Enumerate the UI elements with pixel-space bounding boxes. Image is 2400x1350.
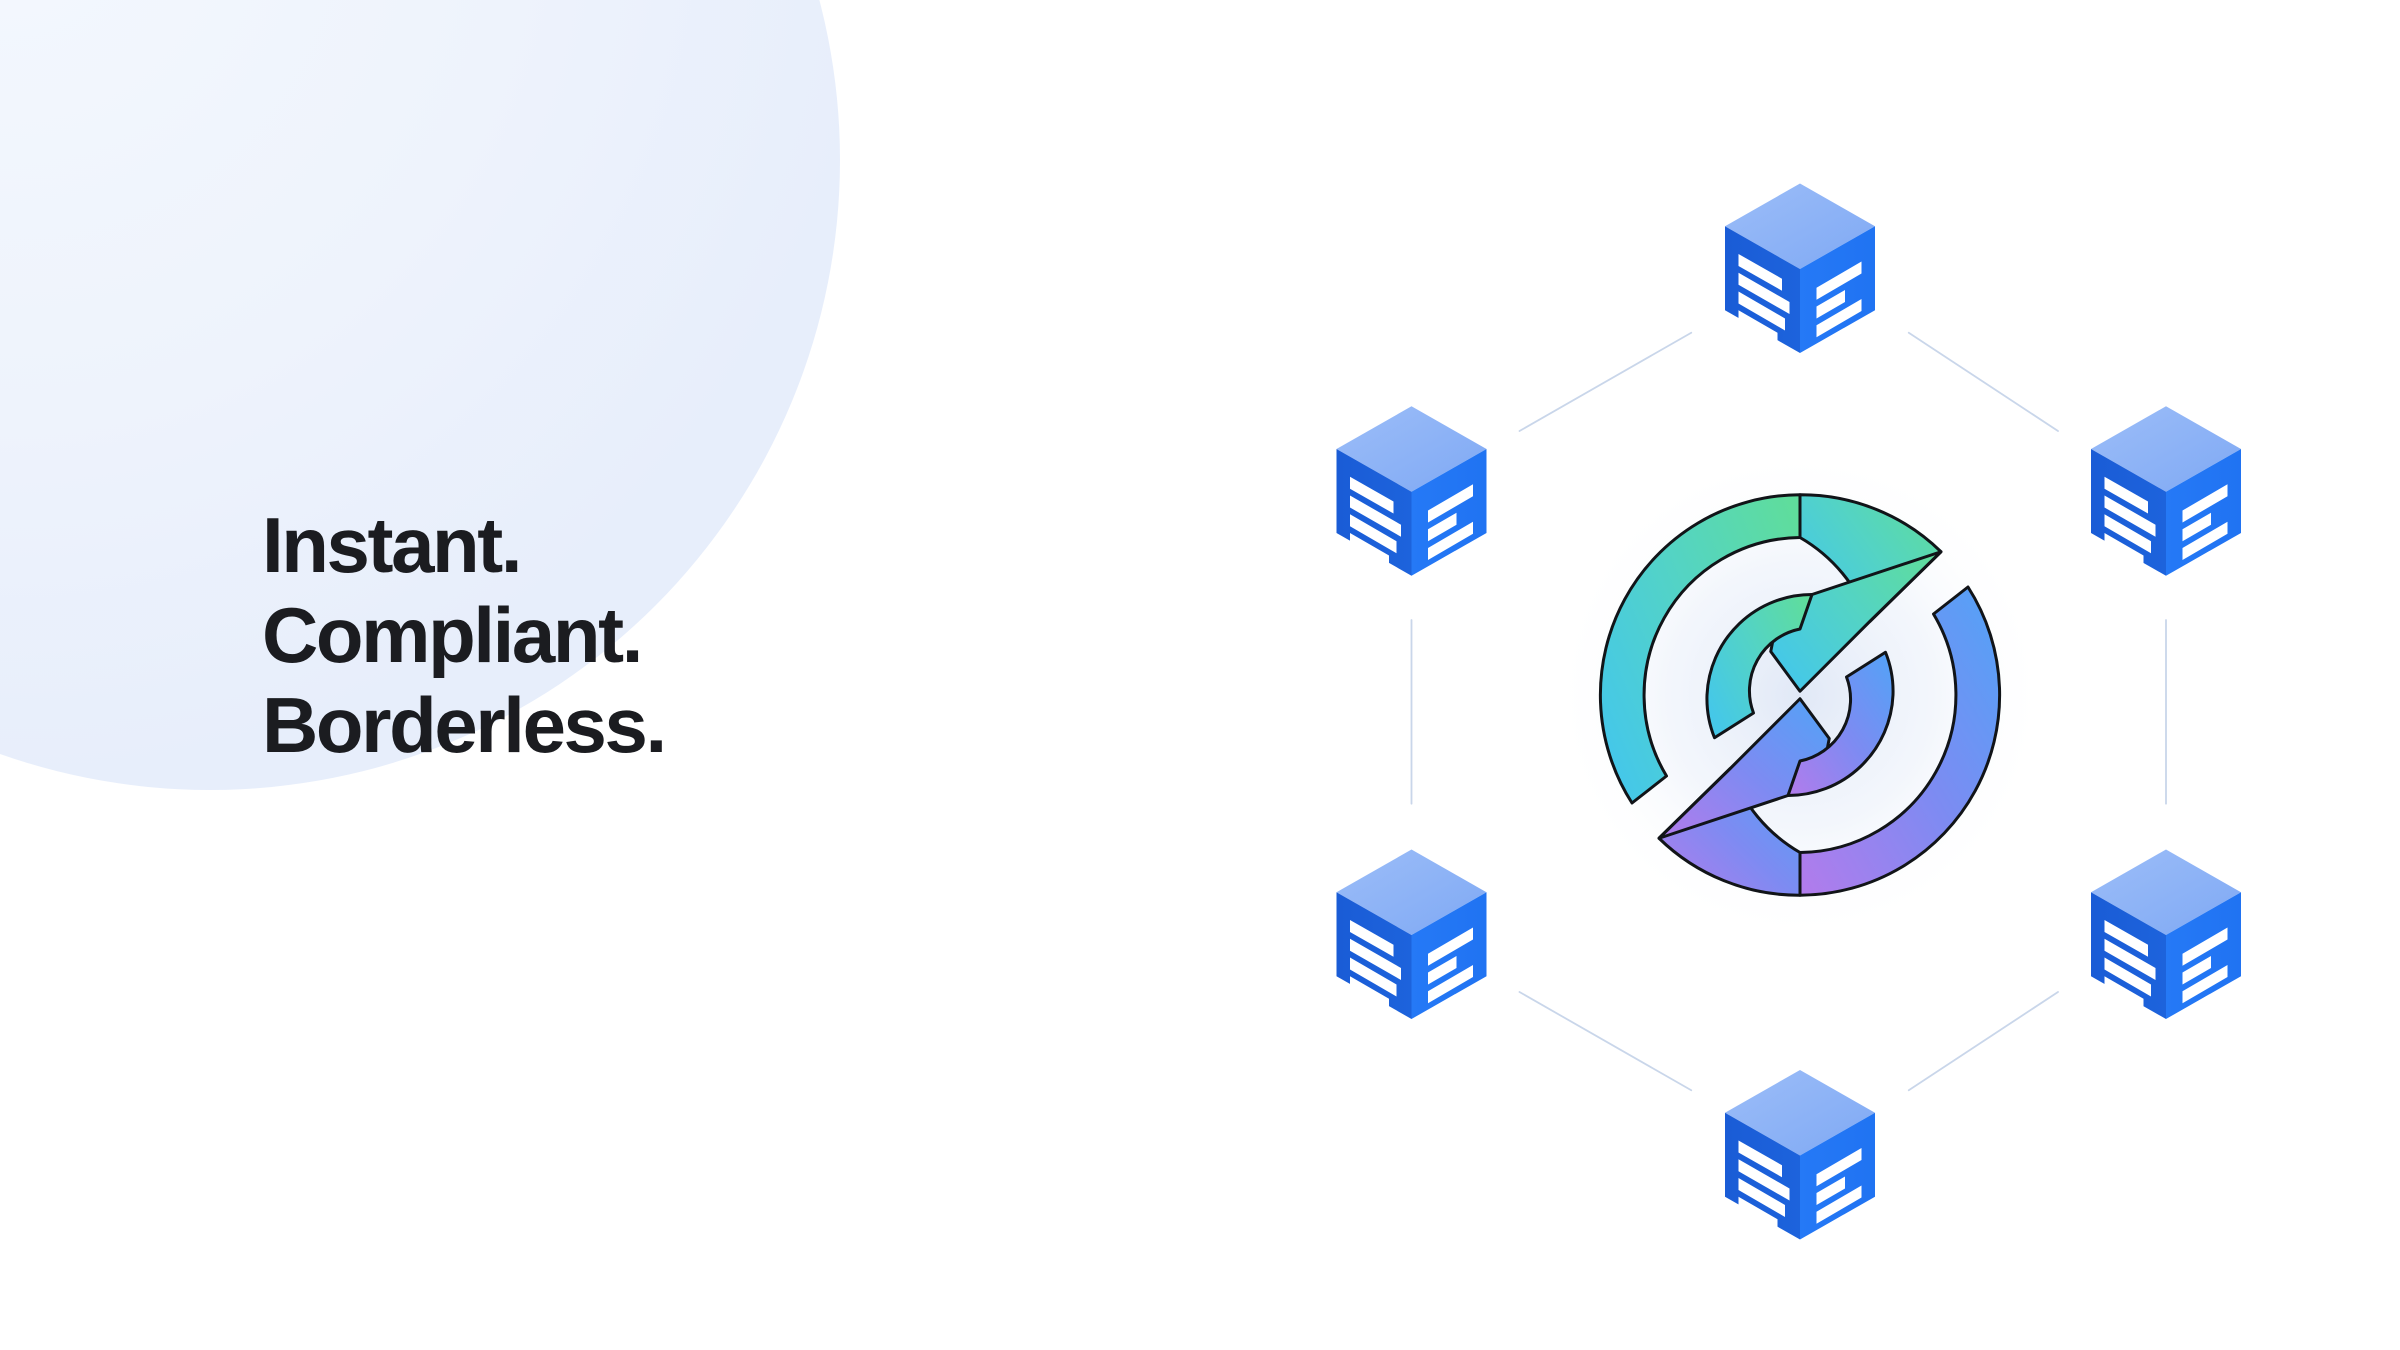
logo-outer-cool-arc bbox=[1598, 493, 1802, 805]
logo-inner-cool-arc bbox=[1705, 592, 1814, 740]
headline-line-3: Borderless. bbox=[262, 681, 667, 770]
node-lower-left[interactable] bbox=[1336, 849, 1487, 1023]
link-lower-right-to-bottom bbox=[1907, 991, 2059, 1092]
link-top-to-upper-right bbox=[1907, 331, 2059, 432]
circular-swirl-logo bbox=[1598, 493, 2002, 897]
link-lower-left-to-bottom bbox=[1518, 991, 1693, 1092]
node-top[interactable] bbox=[1725, 183, 1875, 357]
node-upper-right[interactable] bbox=[2091, 406, 2241, 579]
headline-line-2: Compliant. bbox=[262, 591, 643, 680]
link-top-to-upper-left bbox=[1518, 331, 1693, 432]
node-upper-left[interactable] bbox=[1336, 406, 1487, 579]
logo-outer-warm-arc bbox=[1798, 585, 2002, 897]
logo-inner-warm-arc bbox=[1786, 650, 1895, 798]
node-lower-right[interactable] bbox=[2091, 849, 2241, 1023]
blockchain-network-illustration bbox=[1200, 95, 2400, 1295]
node-bottom[interactable] bbox=[1725, 1070, 1875, 1243]
page-title: Instant. Compliant. Borderless. bbox=[262, 500, 1022, 770]
headline-line-1: Instant. bbox=[262, 501, 523, 589]
connector-lines bbox=[1410, 331, 2167, 1092]
